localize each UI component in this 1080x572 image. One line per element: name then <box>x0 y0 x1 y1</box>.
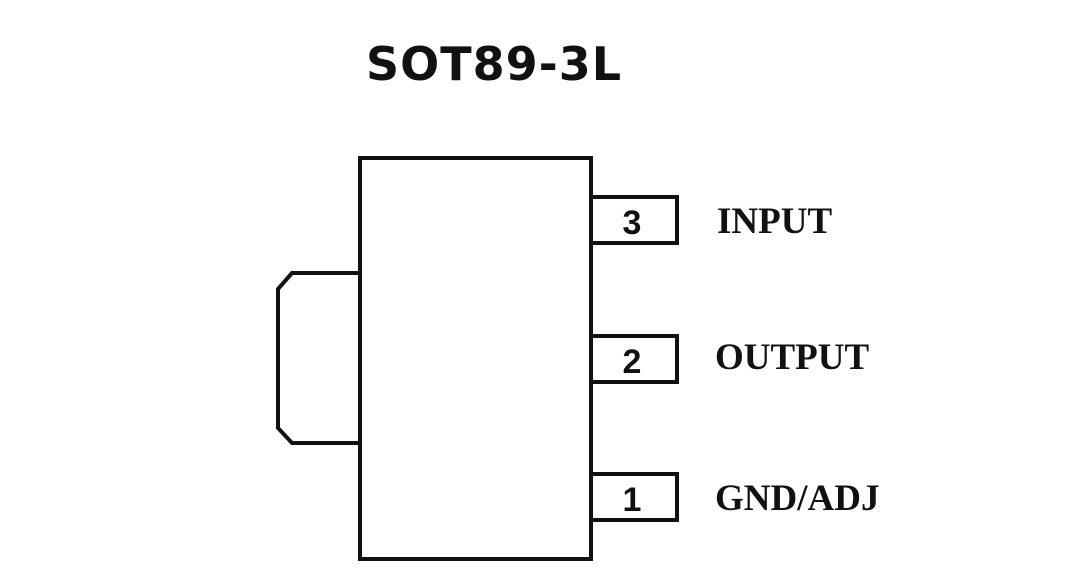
pin-2-number: 2 <box>623 343 642 381</box>
package-body <box>358 156 593 561</box>
pin-3-number: 3 <box>623 204 642 242</box>
pin-2-lead <box>591 334 679 384</box>
package-title: SOT89-3L <box>366 37 622 91</box>
pin-2: 2 OUTPUT <box>591 334 870 384</box>
pin-1: 1 GND/ADJ <box>591 472 879 522</box>
pin-3-lead <box>591 195 679 245</box>
pin-3-label: INPUT <box>717 201 832 242</box>
pin-1-lead <box>591 472 679 522</box>
pin-1-number: 1 <box>623 481 642 519</box>
heat-sink-tab <box>276 271 360 445</box>
pin-1-label: GND/ADJ <box>715 478 879 519</box>
pin-3: 3 INPUT <box>591 195 832 245</box>
pin-2-label: OUTPUT <box>715 337 870 378</box>
